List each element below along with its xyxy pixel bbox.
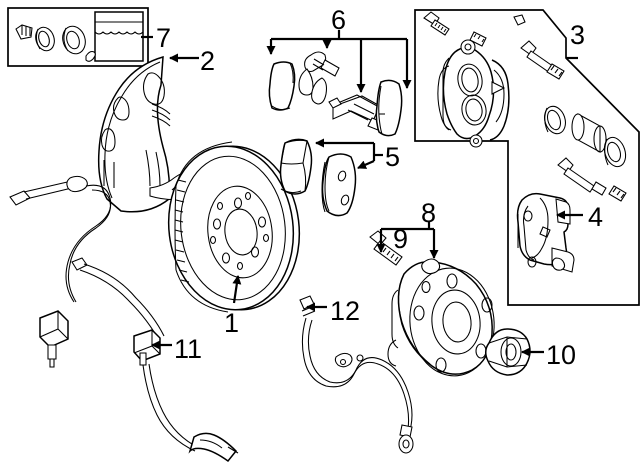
guide-pin-bolt-icon-b	[557, 157, 595, 193]
bleeder-screw-icon	[15, 24, 33, 40]
caliper-bolt-icon	[423, 11, 450, 36]
callout-label-7: 7	[156, 23, 171, 53]
callout-label-9: 9	[393, 224, 408, 254]
callout-label-10: 10	[546, 340, 576, 370]
callout-label-4: 4	[588, 202, 603, 232]
leader-1	[232, 275, 242, 304]
guide-pin-icon	[85, 50, 96, 62]
brake-rotor-icon	[167, 141, 301, 313]
group-box-seal-kit	[7, 7, 149, 67]
abs-sensor-harness-icon	[9, 175, 239, 463]
brake-pad-inner-icon	[321, 153, 357, 217]
bushing-icon-b	[608, 185, 627, 202]
piston-seal-ring-icon	[35, 26, 55, 52]
leader-6	[266, 30, 412, 93]
group-box-caliper-assembly	[414, 9, 640, 306]
axle-nut-icon	[485, 328, 531, 376]
dust-boot-ring-icon	[62, 25, 86, 55]
pad-hardware-kit-icon	[268, 51, 403, 137]
brake-pad-outer-icon	[279, 138, 313, 195]
caliper-mounting-bracket-icon	[516, 192, 575, 273]
callout-label-3: 3	[570, 20, 585, 50]
callout-label-1: 1	[224, 308, 239, 338]
piston-assembly-icon	[544, 105, 627, 168]
leader-5	[315, 138, 383, 170]
bushing-icon-a	[469, 31, 487, 47]
wheel-hub-icon	[387, 258, 495, 377]
bleeder-cap-icon	[513, 14, 526, 26]
callout-label-8: 8	[421, 198, 436, 228]
grease-packet-icon	[94, 11, 144, 62]
brake-hose-icon	[299, 295, 414, 454]
callout-label-2: 2	[200, 46, 215, 76]
sleeve-icon-b	[591, 181, 607, 196]
callout-label-6: 6	[331, 5, 346, 35]
caliper-body-icon	[437, 39, 510, 148]
callout-label-12: 12	[330, 296, 360, 326]
leader-8	[376, 221, 439, 259]
callout-label-11: 11	[174, 334, 202, 364]
callout-label-5: 5	[385, 142, 400, 172]
sleeve-icon-a	[546, 63, 565, 80]
